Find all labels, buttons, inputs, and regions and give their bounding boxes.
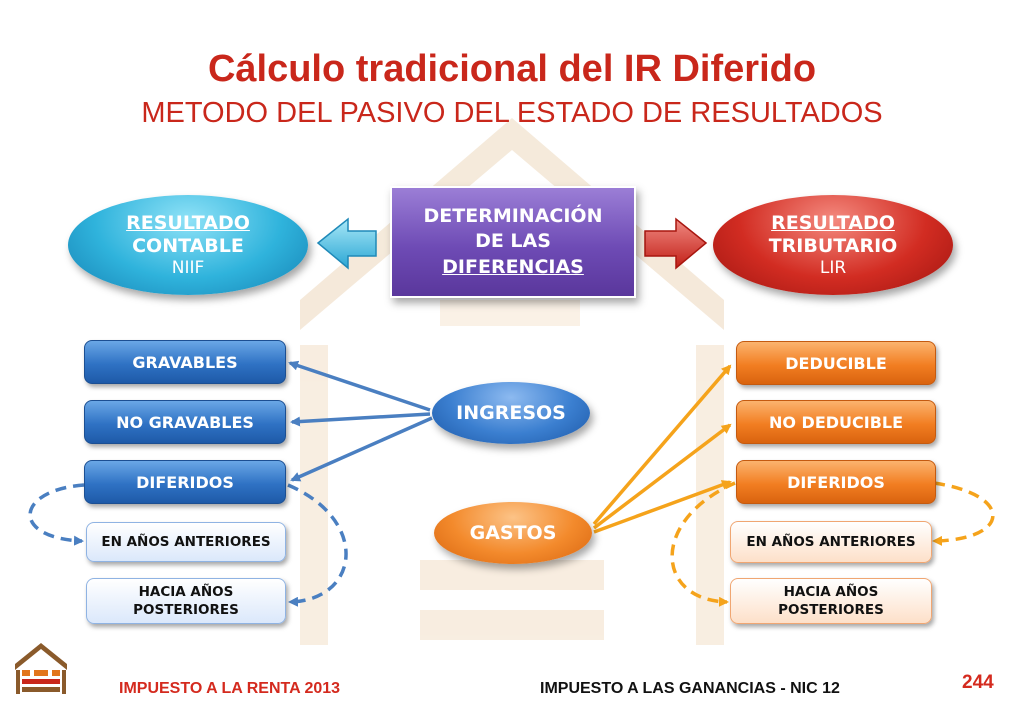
dashed-right-anteriores xyxy=(932,481,995,546)
no-deducible-pill: NO DEDUCIBLE xyxy=(736,400,936,444)
arrow-to-tributario xyxy=(644,217,708,270)
determinacion-line3: DIFERENCIAS xyxy=(442,255,584,278)
company-logo-icon xyxy=(15,643,67,694)
determinacion-line2: DE LAS xyxy=(475,230,551,253)
line-gastos-deducible xyxy=(592,364,732,526)
deducible-pill: DEDUCIBLE xyxy=(736,341,936,385)
gastos-oval: GASTOS xyxy=(434,502,592,564)
determinacion-line1: DETERMINACIÓN xyxy=(423,204,603,227)
resultado-tributario-line1: RESULTADO xyxy=(771,212,895,234)
resultado-contable-line1: RESULTADO xyxy=(126,212,250,234)
ingresos-oval: INGRESOS xyxy=(432,382,590,444)
footer-center-text: IMPUESTO A LAS GANANCIAS - NIC 12 xyxy=(540,680,840,697)
posteriores-left-line2: POSTERIORES xyxy=(133,602,239,618)
resultado-contable-oval: RESULTADO CONTABLE NIIF xyxy=(68,195,308,295)
page-title: Cálculo tradicional del IR Diferido xyxy=(207,48,817,90)
resultado-tributario-oval: RESULTADO TRIBUTARIO LIR xyxy=(713,195,953,295)
page-subtitle: METODO DEL PASIVO DEL ESTADO DE RESULTAD… xyxy=(141,97,883,129)
posteriores-right-pill: HACIA AÑOS POSTERIORES xyxy=(730,578,932,624)
line-ingresos-gravables xyxy=(288,360,431,412)
footer-left-text: IMPUESTO A LA RENTA 2013 xyxy=(119,680,341,697)
line-ingresos-no-gravables xyxy=(290,412,431,427)
posteriores-left-line1: HACIA AÑOS xyxy=(138,583,234,600)
dashed-left-anteriores xyxy=(28,483,85,546)
page-number: 244 xyxy=(962,672,994,693)
line-gastos-diferidos xyxy=(593,480,732,534)
resultado-tributario-line3: LIR xyxy=(819,257,847,278)
diferidos-left-pill: DIFERIDOS xyxy=(84,460,286,504)
anteriores-left-pill: EN AÑOS ANTERIORES xyxy=(86,522,286,562)
resultado-tributario-line2: TRIBUTARIO xyxy=(768,234,898,257)
ingresos-label: INGRESOS xyxy=(456,401,566,424)
dashed-left-posteriores xyxy=(287,483,348,607)
resultado-contable-line3: NIIF xyxy=(171,257,205,278)
resultado-contable-line2: CONTABLE xyxy=(132,234,244,257)
gastos-label: GASTOS xyxy=(469,521,557,544)
gravables-pill: GRAVABLES xyxy=(84,340,286,384)
line-ingresos-diferidos xyxy=(290,416,433,482)
posteriores-right-line2: POSTERIORES xyxy=(778,602,884,618)
posteriores-left-pill: HACIA AÑOS POSTERIORES xyxy=(86,578,286,624)
determinacion-box: DETERMINACIÓN DE LAS DIFERENCIAS xyxy=(390,186,636,298)
line-gastos-no-deducible xyxy=(592,423,732,530)
arrow-to-contable xyxy=(316,217,377,270)
no-gravables-pill: NO GRAVABLES xyxy=(84,400,286,444)
posteriores-right-line1: HACIA AÑOS xyxy=(783,583,879,600)
anteriores-right-pill: EN AÑOS ANTERIORES xyxy=(730,521,932,563)
diferidos-right-pill: DIFERIDOS xyxy=(736,460,936,504)
